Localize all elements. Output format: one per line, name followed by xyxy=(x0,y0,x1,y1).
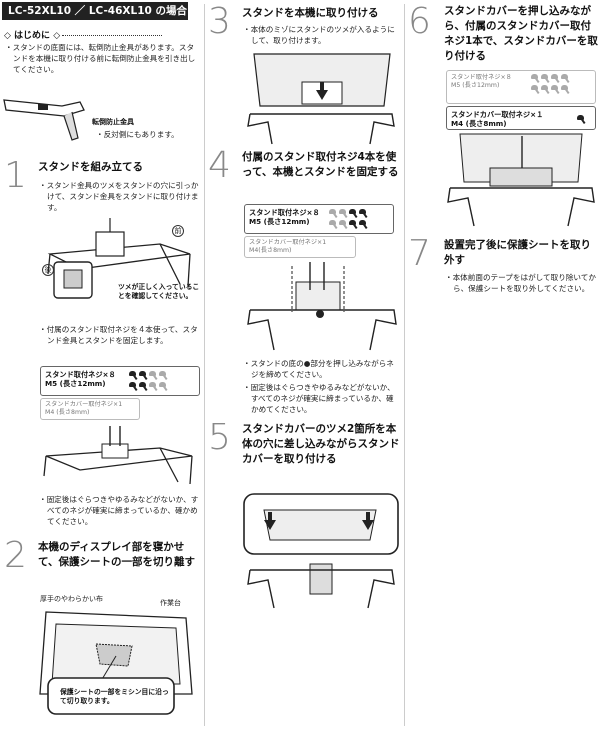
step-4-number: 4 xyxy=(208,145,231,186)
step-4-cover-screw-size: M4(長さ8mm) xyxy=(249,247,292,254)
screw-icon xyxy=(139,382,148,391)
screw-icon xyxy=(139,371,148,380)
step-1-screw-box-size: M5 (長さ12mm) xyxy=(45,379,106,388)
anti-tip-callout-title: 転倒防止金具 xyxy=(92,118,134,126)
screw-icon xyxy=(129,371,138,380)
step-6-screw-box-size: M5 (長さ12mm) xyxy=(451,82,500,89)
screw-icon xyxy=(339,220,348,229)
step-7-number: 7 xyxy=(408,233,431,274)
step-4-cover-screw-box: スタンドカバー取付ネジ×1 M4(長さ8mm) xyxy=(244,236,356,258)
step-4-title: 付属のスタンド取付ネジ4本を使って、本機とスタンドを固定する xyxy=(242,151,399,178)
step-3-number: 3 xyxy=(208,1,231,42)
column-divider xyxy=(204,4,205,726)
step-1-front-mark: 前 xyxy=(172,225,184,237)
column-divider xyxy=(404,4,405,726)
tv-lying-illustration xyxy=(39,611,193,715)
anti-tip-bracket-illustration xyxy=(3,99,85,141)
step-6-screw-box-label: スタンド取付ネジ×８ xyxy=(451,74,512,81)
screw-icon xyxy=(149,382,158,391)
step-4-screw-box: スタンド取付ネジ×８ M5 (長さ12mm) xyxy=(244,204,394,234)
screw-icon xyxy=(541,74,550,83)
step-5-number: 5 xyxy=(208,417,231,458)
step-1-screw-box: スタンド取付ネジ×８ M5 (長さ12mm) xyxy=(40,366,200,396)
screw-icon xyxy=(159,382,168,391)
screw-icon xyxy=(577,115,586,124)
model-label: LC-52XL10 ／ LC-46XL10 の場合 xyxy=(2,2,188,20)
stand-screw-illustration xyxy=(43,426,193,485)
step-1-bullet-3: ・固定後はぐらつきやゆるみなどがないか、すべてのネジが確実に締まっているか、確か… xyxy=(39,495,199,526)
screw-icon xyxy=(159,371,168,380)
arrow-up-icon xyxy=(316,82,328,100)
step-4-screw-box-label: スタンド取付ネジ×８ xyxy=(249,208,320,217)
step-1-title: スタンドを組み立てる xyxy=(38,161,143,173)
step-3-bullet-1: ・本体のミゾにスタンドのツメが入るようにして、取り付けます。 xyxy=(243,25,395,45)
step-4-screws xyxy=(329,209,395,231)
screw-icon xyxy=(561,85,570,94)
step-3-title: スタンドを本機に取り付ける xyxy=(242,7,379,19)
screw-icon xyxy=(349,209,358,218)
step-1-bullet-2: ・付属のスタンド取付ネジを４本使って、スタンド金具とスタンドを固定します。 xyxy=(39,325,198,345)
arrow-up-icon xyxy=(362,512,374,530)
screw-icon xyxy=(329,220,338,229)
screw-icon xyxy=(541,85,550,94)
stand-fixing-illustration xyxy=(247,262,397,351)
step-1-screws xyxy=(129,371,199,393)
step-6-cover-screw-box: スタンドカバー取付ネジ×１ M4 (長さ8mm) xyxy=(446,106,596,130)
step-7-bullet-1: ・本体前面のテープをはがして取り除いてから、保護シートを取り外してください。 xyxy=(445,273,596,293)
step-7-title: 設置完了後に保護シートを取り外す xyxy=(444,239,591,266)
screw-icon xyxy=(329,209,338,218)
step-2-callout: 保護シートの一部をミシン目に沿って切り取ります。 xyxy=(60,688,169,705)
step-6-screw-box: スタンド取付ネジ×８ M5 (長さ12mm) xyxy=(446,70,596,104)
arrow-up-icon xyxy=(264,512,276,530)
step-6-cover-screw-size: M4 (長さ8mm) xyxy=(451,119,507,128)
step-5-title: スタンドカバーのツメ2箇所を本体の穴に差し込みながらスタンドカバーを取り付ける xyxy=(242,423,400,465)
step-2-title: 本機のディスプレイ部を寝かせて、保護シートの一部を切り離す xyxy=(38,541,195,568)
cover-screw-illustration xyxy=(447,133,595,227)
screw-icon xyxy=(531,85,540,94)
step-6-screws xyxy=(531,74,597,96)
step-4-screw-box-size: M5 (長さ12mm) xyxy=(249,217,310,226)
screw-icon xyxy=(149,371,158,380)
screw-icon xyxy=(551,74,560,83)
stand-cover-illustration xyxy=(243,493,399,609)
step-6-title: スタンドカバーを押し込みながら、付属のスタンドカバー取付ネジ1本で、スタンドカバ… xyxy=(444,5,598,62)
stand-mount-illustration xyxy=(247,53,395,145)
step-4-bullet-2: ・固定後はぐらつきやゆるみなどがないか、すべてのネジが確実に締まっているか、確か… xyxy=(243,383,395,414)
step-1-cover-screw-box: スタンドカバー取付ネジ×1 M4 (長さ8mm) xyxy=(40,398,140,420)
step-1-cover-screw-size: M4 (長さ8mm) xyxy=(45,409,90,416)
step-4-bullet-1: ・スタンドの底の●部分を押し込みながらネジを締めてください。 xyxy=(243,359,394,379)
step-2-label-table: 作業台 xyxy=(160,599,181,607)
step-6-number: 6 xyxy=(408,1,431,42)
step-6-cover-screw-label: スタンドカバー取付ネジ×１ xyxy=(451,110,544,119)
screw-icon xyxy=(561,74,570,83)
screw-icon xyxy=(359,220,368,229)
step-1-back-mark: 後 xyxy=(42,264,54,276)
step-1-number: 1 xyxy=(4,155,27,196)
stand-assembly-illustration xyxy=(47,218,191,299)
intro-heading: ◇ はじめに ◇ xyxy=(4,28,163,41)
intro-text: ・スタンドの底面には、転倒防止金具があります。スタンドを本機に取り付ける前に転倒… xyxy=(5,43,196,74)
screw-icon xyxy=(349,220,358,229)
step-2-number: 2 xyxy=(4,535,27,576)
screw-icon xyxy=(339,209,348,218)
step-4-cover-screw-label: スタンドカバー取付ネジ×1 xyxy=(249,239,327,246)
step-1-bullet-1: ・スタンド金具のツメをスタンドの穴に引っかけて、スタンド金具をスタンドに取り付け… xyxy=(39,181,199,212)
step-2-label-cloth: 厚手のやわらかい布 xyxy=(40,595,103,603)
screw-icon xyxy=(551,85,560,94)
step-1-screw-box-label: スタンド取付ネジ×８ xyxy=(45,370,116,379)
screw-icon xyxy=(359,209,368,218)
anti-tip-callout-note: ・反対側にもあります。 xyxy=(96,130,179,139)
step-1-cover-screw-label: スタンドカバー取付ネジ×1 xyxy=(45,401,123,408)
screw-icon xyxy=(129,382,138,391)
step-1-callout: ツメが正しく入っていることを確認してください。 xyxy=(118,283,200,300)
screw-icon xyxy=(531,74,540,83)
